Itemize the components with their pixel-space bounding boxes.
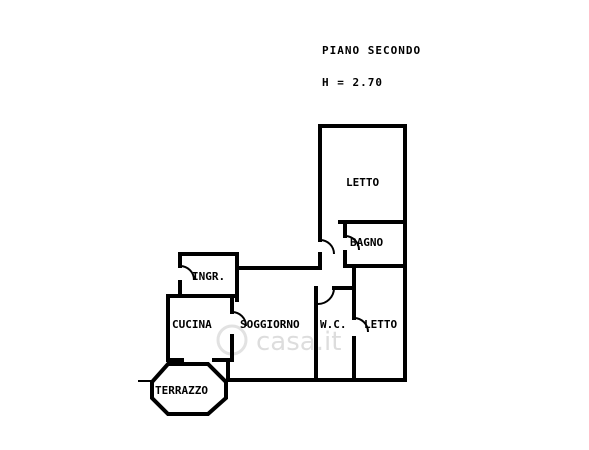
room-label-wc: W.C. <box>320 318 347 331</box>
terrace <box>138 362 228 416</box>
door-arc-wc <box>317 287 335 305</box>
room-label-letto-top: LETTO <box>346 176 379 189</box>
door-arc-corridor <box>319 239 335 255</box>
floor-label: PIANO SECONDO <box>322 44 421 57</box>
room-label-bagno: BAGNO <box>350 236 383 249</box>
doors <box>179 235 369 333</box>
terrace-outline <box>150 362 228 416</box>
height-label: H = 2.70 <box>322 76 383 89</box>
room-label-terrazzo: TERRAZZO <box>155 384 208 397</box>
door-arc-letto <box>353 317 369 333</box>
room-label-ingresso: INGR. <box>192 270 225 283</box>
watermark-text: casa.it <box>256 327 341 357</box>
room-label-letto-bottom: LETTO <box>364 318 397 331</box>
door-arc-bagno <box>344 235 360 251</box>
room-label-cucina: CUCINA <box>172 318 212 331</box>
interior-walls <box>314 220 407 382</box>
room-label-soggiorno: SOGGIORNO <box>240 318 300 331</box>
door-arc-cucina <box>231 311 247 327</box>
door-arc-ingresso <box>179 265 195 281</box>
